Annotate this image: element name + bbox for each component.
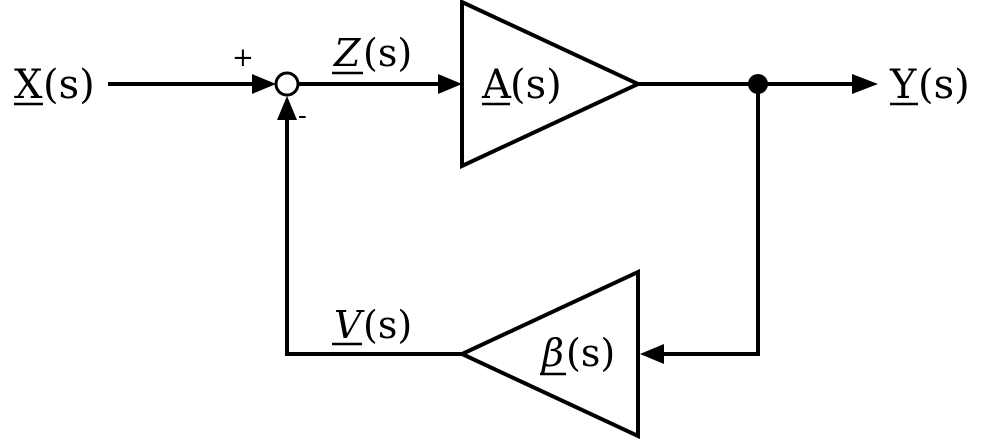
feedback-signal-arg: (s) bbox=[363, 303, 412, 347]
feedback-arrowhead-junction bbox=[277, 96, 297, 120]
forward-letter: A bbox=[481, 62, 512, 108]
error-arg: (s) bbox=[363, 31, 412, 75]
feedback-wire-right bbox=[660, 84, 760, 356]
summing-junction bbox=[274, 71, 300, 97]
feedback-wire-left bbox=[285, 112, 462, 356]
error-letter: Z bbox=[333, 31, 361, 75]
feedback-signal-letter: V bbox=[334, 303, 365, 347]
forward-block-label: A (s) bbox=[481, 62, 562, 108]
feedback-block-arg: (s) bbox=[566, 331, 615, 375]
forward-block-triangle bbox=[460, 0, 643, 170]
feedback-block-letter: β bbox=[540, 331, 564, 375]
forward-arg: (s) bbox=[510, 62, 562, 108]
plus-sign: + bbox=[232, 43, 254, 73]
output-arg: (s) bbox=[918, 62, 970, 108]
feedback-block-label: β (s) bbox=[540, 331, 615, 376]
error-arrowhead bbox=[438, 74, 462, 94]
minus-sign: - bbox=[298, 101, 307, 131]
output-label: Y (s) bbox=[889, 62, 970, 108]
output-arrowhead bbox=[852, 74, 878, 94]
input-arrowhead bbox=[252, 74, 276, 94]
feedback-arrowhead-beta bbox=[640, 344, 664, 364]
output-letter: Y bbox=[889, 62, 917, 108]
error-signal-label: Z (s) bbox=[332, 31, 412, 75]
input-arg: (s) bbox=[43, 62, 95, 108]
input-letter: X bbox=[14, 62, 43, 108]
feedback-signal-label: V (s) bbox=[332, 303, 412, 347]
feedback-block-triangle bbox=[457, 268, 640, 440]
input-label: X (s) bbox=[14, 62, 95, 108]
